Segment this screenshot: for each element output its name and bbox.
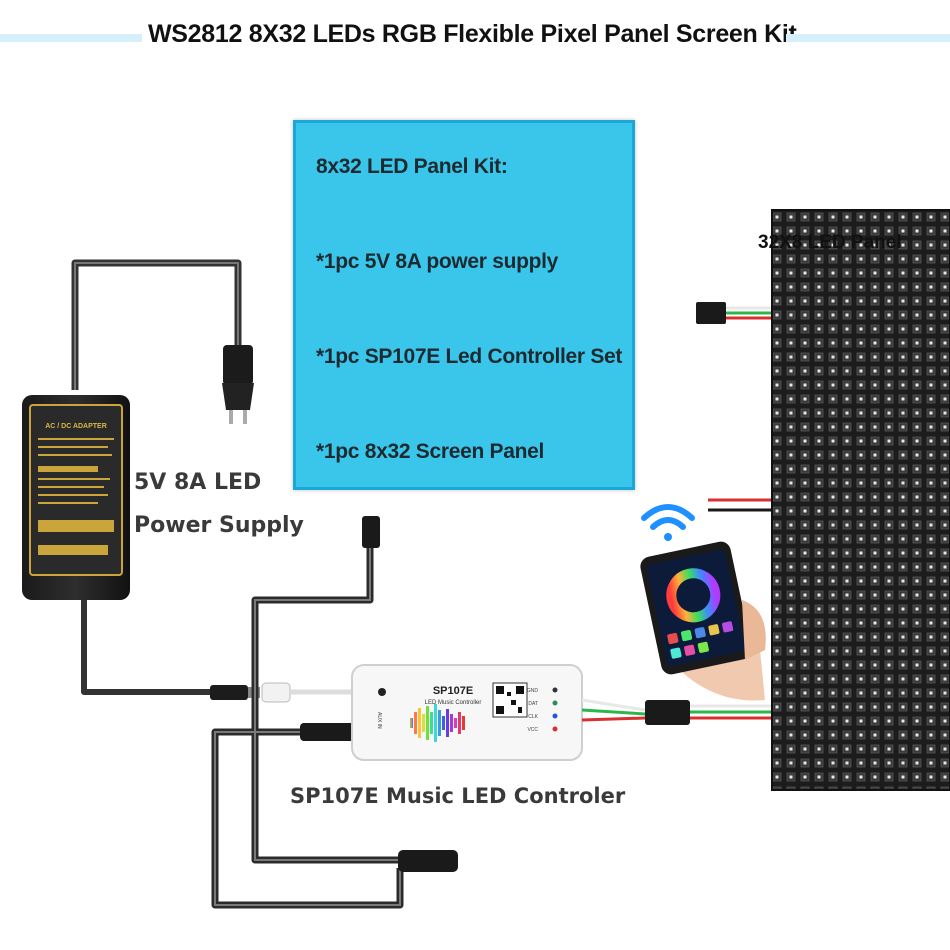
kit-item: *1pc SP107E Led Controller Set bbox=[316, 345, 623, 368]
panel-connector-top bbox=[696, 302, 726, 324]
kit-item: *1pc 5V 8A power supply bbox=[316, 250, 559, 273]
dc-plug bbox=[210, 685, 248, 700]
svg-text:LED Music Controller: LED Music Controller bbox=[425, 700, 482, 706]
jack-left bbox=[300, 723, 358, 741]
svg-text:SP107E: SP107E bbox=[433, 685, 473, 697]
kit-contents-box: 8x32 LED Panel Kit: *1pc 5V 8A power sup… bbox=[293, 120, 635, 490]
plug-icon bbox=[222, 345, 254, 424]
kit-item: *1pc 8x32 Screen Panel bbox=[316, 440, 545, 463]
svg-text:AC / DC ADAPTER: AC / DC ADAPTER bbox=[45, 423, 107, 430]
led-panel-icon bbox=[771, 209, 950, 791]
title-accent-left bbox=[0, 34, 142, 42]
svg-text:CLK: CLK bbox=[528, 714, 538, 720]
panel-power-leads bbox=[708, 498, 775, 512]
controller-label: SP107E Music LED Controler bbox=[290, 784, 626, 808]
title-accent-right bbox=[786, 34, 950, 42]
power-adapter-icon: AC / DC ADAPTER bbox=[22, 395, 130, 600]
page-title: WS2812 8X32 LEDs RGB Flexible Pixel Pane… bbox=[148, 20, 797, 48]
mains-cable bbox=[71, 259, 242, 390]
title-bar: WS2812 8X32 LEDs RGB Flexible Pixel Pane… bbox=[0, 18, 950, 58]
jst-connector bbox=[645, 700, 690, 725]
smartphone-icon bbox=[640, 541, 766, 701]
svg-text:VCC: VCC bbox=[527, 727, 538, 733]
kit-heading: 8x32 LED Panel Kit: bbox=[316, 155, 508, 178]
wifi-icon bbox=[641, 504, 695, 541]
jack-top bbox=[362, 516, 380, 548]
svg-text:GND: GND bbox=[527, 688, 539, 694]
data-wires bbox=[581, 698, 646, 722]
svg-text:AUX IN: AUX IN bbox=[376, 712, 382, 729]
dc-cable bbox=[81, 600, 215, 695]
panel-label: 32X8 LED Panel bbox=[758, 232, 902, 253]
svg-text:DAT: DAT bbox=[528, 701, 538, 707]
mains-cable-highlight bbox=[74, 262, 239, 390]
power-supply-label-line1: 5V 8A LED bbox=[134, 470, 262, 495]
power-supply-label-line2: Power Supply bbox=[134, 513, 304, 538]
jack-bottom bbox=[398, 850, 458, 872]
controller-icon: SP107E LED Music Controller bbox=[351, 664, 583, 761]
